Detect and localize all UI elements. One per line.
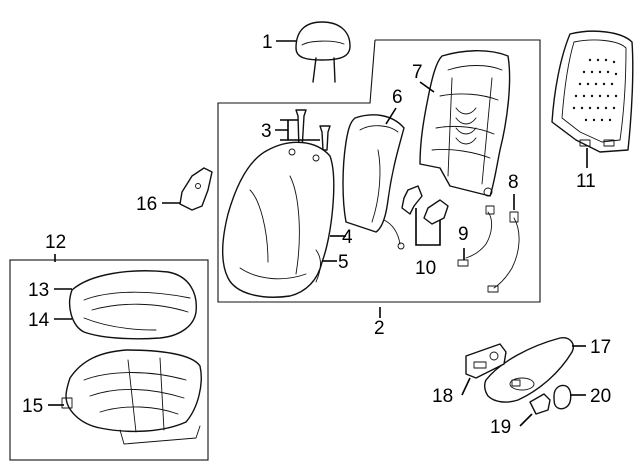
side-bracket-part[interactable]: [179, 167, 213, 211]
side-shield-part[interactable]: [483, 337, 574, 403]
cushion-frame-part[interactable]: [61, 349, 202, 445]
back-panel-part[interactable]: [551, 30, 634, 153]
seat-cushion-group-frame: [9, 259, 209, 461]
callout-7: 7: [412, 62, 423, 83]
callout-19: 19: [490, 417, 511, 438]
callout-10: 10: [415, 258, 436, 279]
recline-knob-part[interactable]: [529, 393, 551, 415]
headrest-part[interactable]: [295, 21, 351, 83]
callout-8: 8: [508, 172, 519, 193]
callout-1: 1: [262, 32, 273, 53]
callout-labels: 1 3 4 5 6 7 8 9 10 11 12 13 14 15 16 2 1…: [22, 32, 611, 438]
callout-5: 5: [338, 252, 349, 273]
callout-13: 13: [28, 280, 49, 301]
callout-6: 6: [392, 87, 403, 108]
seat-back-group-frame: [217, 39, 541, 303]
seat-back-cover-part[interactable]: [222, 141, 335, 298]
callout-12: 12: [45, 232, 66, 253]
brackets-part[interactable]: [401, 185, 449, 225]
leader-lines: [48, 40, 588, 427]
callout-17: 17: [590, 337, 611, 358]
callout-11: 11: [576, 171, 596, 192]
power-seat-switch-part[interactable]: [465, 343, 507, 379]
seat-back-frame-part[interactable]: [419, 50, 511, 197]
knob-cap-part[interactable]: [553, 384, 572, 410]
callout-16: 16: [136, 194, 157, 215]
callout-15: 15: [22, 396, 43, 417]
callout-18: 18: [432, 386, 453, 407]
callout-4: 4: [342, 227, 353, 248]
callout-14: 14: [28, 310, 50, 331]
callout-2: 2: [374, 318, 385, 339]
callout-3: 3: [261, 121, 272, 142]
seat-back-pad-part[interactable]: [342, 114, 405, 250]
seat-cushion-part[interactable]: [68, 270, 197, 340]
wire-harness-part[interactable]: [457, 205, 520, 293]
callout-20: 20: [590, 386, 611, 407]
callout-9: 9: [458, 224, 469, 245]
